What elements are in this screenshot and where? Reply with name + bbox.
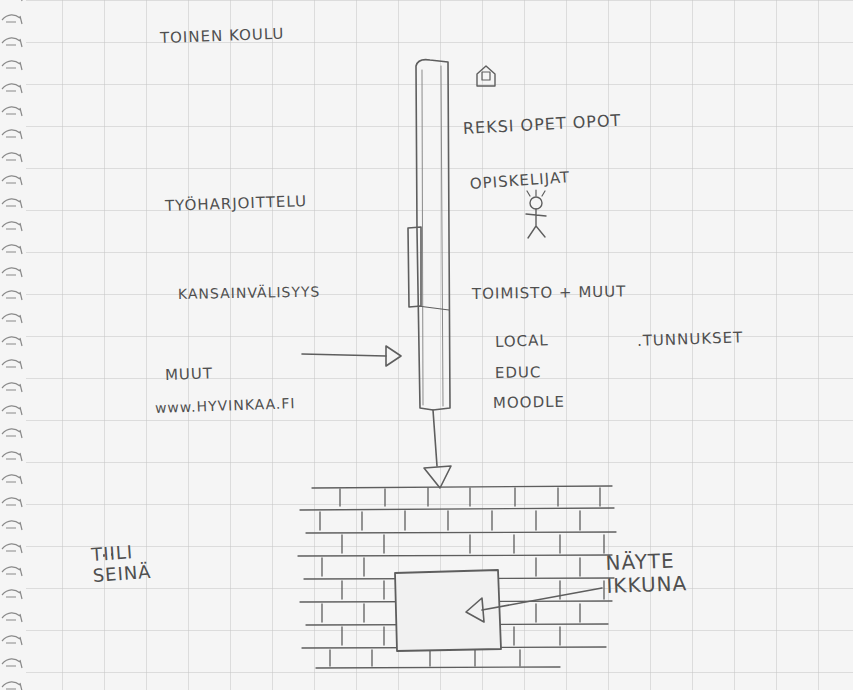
handwritten-label: TOINEN KOULU <box>160 26 285 48</box>
house-window <box>482 72 490 80</box>
arrow-head <box>466 598 484 622</box>
figure-head <box>530 197 542 209</box>
arrow-line <box>433 410 437 466</box>
arrow-line <box>302 354 386 356</box>
handwritten-label: MUUT <box>165 365 214 384</box>
handwritten-label: TYÖHARJOITTELU <box>165 193 308 215</box>
column-shading <box>422 66 443 406</box>
spiral-binding <box>0 0 26 690</box>
brick-wall <box>298 486 616 668</box>
stick-figure <box>526 209 546 238</box>
handwritten-label: MOODLE <box>493 394 565 413</box>
binding-strip <box>0 0 26 690</box>
handwritten-label: KANSAINVÄLISYYS <box>178 284 321 303</box>
handwritten-label: TOIMISTO + MUUT <box>472 283 627 303</box>
handwritten-label: REKSI OPET OPOT <box>463 112 622 139</box>
handwritten-label: www.HYVINKAA.FI <box>155 395 296 416</box>
handwritten-label: .TUNNUKSET <box>637 329 744 350</box>
column-segment <box>408 227 421 307</box>
handwritten-label: LOCAL <box>495 332 549 351</box>
arrow-head <box>386 346 401 366</box>
handwritten-label: OPISKELIJAT <box>469 169 570 193</box>
arrow-head <box>424 466 451 488</box>
handwritten-label: NÄYTE IKKUNA <box>605 548 729 598</box>
display-window <box>395 570 501 651</box>
figure-hair <box>527 190 545 196</box>
arrow-line <box>482 588 602 610</box>
column-divider <box>418 306 449 310</box>
handwritten-label: TIILI SEINÄ <box>91 540 166 586</box>
house-icon <box>477 66 495 86</box>
handwritten-label: EDUC <box>495 364 542 382</box>
